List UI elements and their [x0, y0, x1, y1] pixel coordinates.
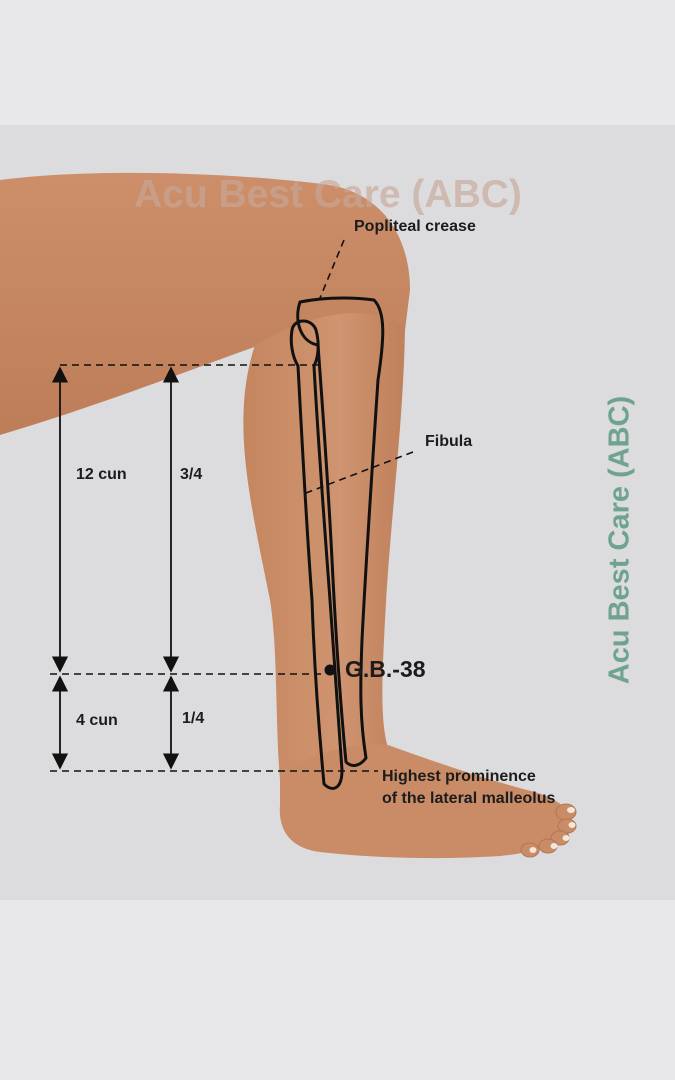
label-fraction-lower: 1/4 — [182, 710, 205, 727]
lower-leg-shape — [243, 313, 405, 780]
watermark-side: Acu Best Care (ABC) — [603, 395, 636, 685]
label-popliteal-crease: Popliteal crease — [354, 218, 476, 235]
label-fraction-upper: 3/4 — [180, 466, 203, 483]
watermark-top: Acu Best Care (ABC) — [134, 173, 522, 216]
popliteal-leader — [319, 239, 345, 299]
label-fibula: Fibula — [425, 433, 473, 450]
label-malleolus-line1: Highest prominence — [382, 768, 536, 785]
toenails — [529, 807, 576, 853]
label-cun-lower: 4 cun — [76, 712, 118, 729]
foot-shape — [279, 744, 573, 859]
tibia-outline — [296, 296, 385, 767]
label-gb38: G.B.-38 — [345, 656, 426, 682]
fibula-outline — [289, 319, 344, 790]
gb38-point-dot — [324, 664, 336, 676]
label-malleolus-line2: of the lateral malleolus — [382, 790, 556, 807]
label-cun-upper: 12 cun — [76, 466, 127, 483]
thigh-shape — [0, 172, 410, 435]
